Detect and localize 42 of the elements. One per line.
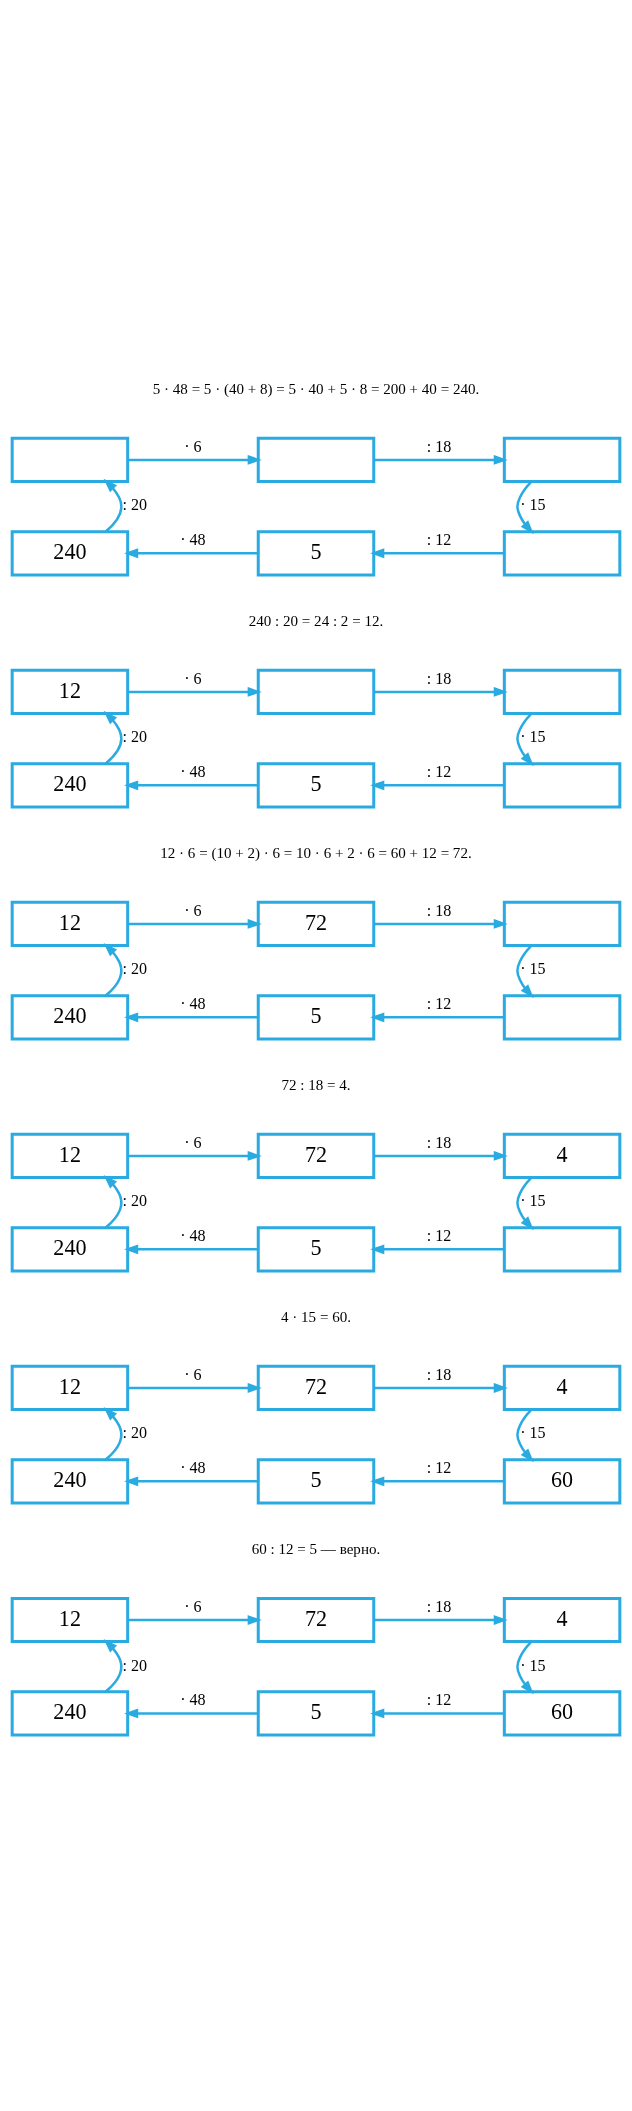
edge-label: : 12 [426, 995, 452, 1013]
edge-label: : 20 [122, 728, 147, 746]
edge-label: · 6 [184, 1133, 202, 1151]
edge-label: · 48 [180, 763, 206, 781]
edge-label: : 12 [426, 1691, 452, 1709]
edge-label: : 20 [122, 496, 147, 514]
label: 5 · 48 = 5 · (40 + 8) = 5 · 40 + 5 · 8 = 200 + 40 = 240. [152, 381, 480, 398]
edge-label: : 12 [426, 1227, 452, 1245]
edge-label: · 48 [180, 1691, 206, 1709]
edge-label: · 15 [520, 728, 546, 746]
edge-label: · 6 [184, 1597, 202, 1615]
edge-label: : 18 [426, 901, 452, 919]
edge-label: · 48 [180, 531, 206, 549]
edge-label: · 48 [180, 995, 206, 1013]
edge-label: : 18 [426, 669, 452, 687]
edge-label: : 18 [426, 1133, 452, 1151]
edge-label: : 18 [426, 437, 452, 455]
edge-label: · 6 [184, 901, 202, 919]
label: 12 · 6 = (10 + 2) · 6 = 10 · 6 + 2 · 6 = 60 + 12 = 72. [160, 845, 472, 862]
edge-label: · 15 [520, 1424, 546, 1442]
edge-label: : 18 [426, 1597, 452, 1615]
edge-label: · 15 [520, 1656, 546, 1674]
label: 240 : 20 = 24 : 2 = 12. [248, 613, 384, 630]
edge-label: : 20 [122, 960, 147, 978]
edge-label: : 12 [426, 1459, 452, 1477]
edge-label: · 6 [184, 1365, 202, 1383]
edge-label: · 6 [184, 437, 202, 455]
edge-label: : 12 [426, 531, 452, 549]
edge-label: : 20 [122, 1424, 147, 1442]
edge-label: : 18 [426, 1365, 452, 1383]
edge-label: · 6 [184, 669, 202, 687]
edge-label: : 20 [122, 1656, 147, 1674]
edge-label: · 48 [180, 1459, 206, 1477]
edge-label: : 20 [122, 1192, 147, 1210]
label: 4 · 15 = 60. [281, 1309, 351, 1326]
edge-label: · 15 [520, 1192, 546, 1210]
label: 72 : 18 = 4. [281, 1077, 351, 1094]
edge-label: · 15 [520, 496, 546, 514]
label: 60 : 12 = 5 — верно. [251, 1541, 381, 1558]
edge-label: : 12 [426, 763, 452, 781]
edge-label: · 48 [180, 1227, 206, 1245]
edge-label: · 15 [520, 960, 546, 978]
